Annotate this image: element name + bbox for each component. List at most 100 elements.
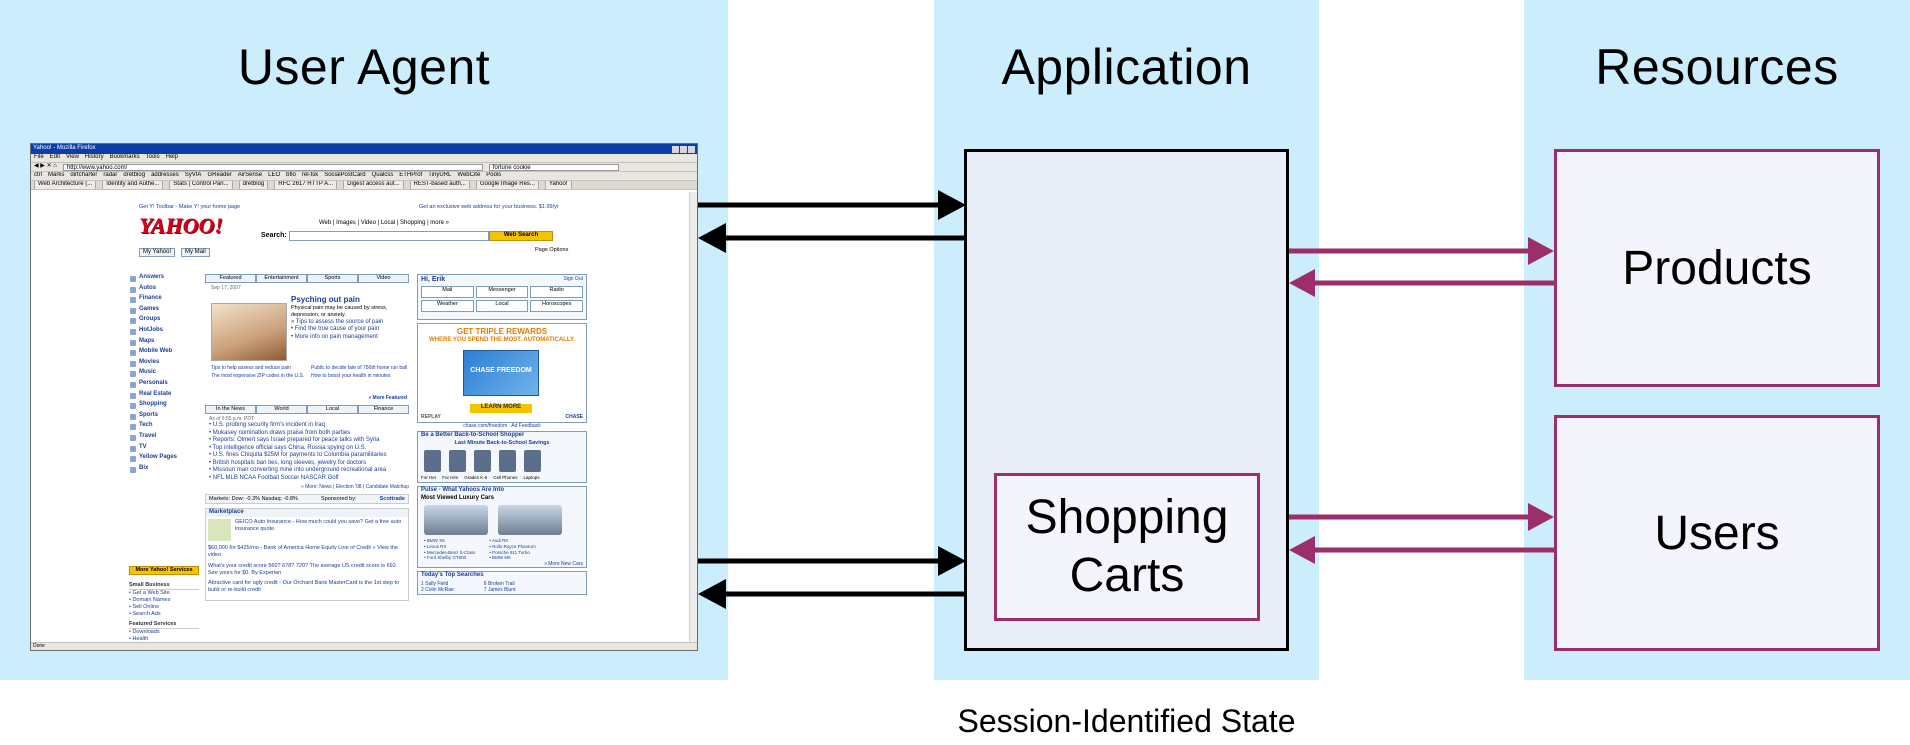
top-search-item: 2 Colin McRae	[421, 586, 454, 593]
application-title: Application	[1001, 39, 1252, 95]
small-business-heading: Small Business	[129, 582, 199, 590]
toolbar-promo: Get Y! Toolbar - Make Y! your home page	[139, 204, 241, 210]
nav-item: Maps	[129, 338, 199, 349]
nav-item: Sports	[129, 412, 199, 423]
request-arrow-top	[698, 190, 966, 220]
bookmark-item: rel-tsk	[301, 172, 319, 179]
greeting: Hi, Erik	[421, 276, 446, 283]
close-icon	[688, 145, 695, 153]
bookmark-item: Marks	[48, 172, 65, 179]
domain-promo: Get an exclusive web address for your bu…	[419, 204, 559, 210]
featured-service-item: • Health	[129, 636, 149, 643]
news-item: • Reports: Olmert says Israel prepared f…	[209, 437, 380, 444]
nav-item: Travel	[129, 433, 199, 444]
shopper-item: Cell Phones	[493, 474, 518, 480]
bookmark-item: SyVIA	[184, 172, 202, 179]
news-tab: Finance	[358, 405, 409, 413]
nav-item: TV	[129, 444, 199, 455]
quick-link: Horoscopes	[530, 299, 583, 312]
quick-link: Messenger	[475, 285, 529, 298]
scrollbar	[689, 192, 697, 642]
news-item: • NFL MLB NCAA Football Soccer NASCAR Go…	[209, 474, 339, 481]
shopper-subtitle: Last Minute Back-to-School Savings	[454, 439, 550, 446]
nav-item: Answers	[129, 274, 199, 285]
nav-item: Games	[129, 306, 199, 317]
nav-item: Movies	[129, 359, 199, 370]
markets-summary: Markets: Dow: -0.3% Nasdaq: -0.8%	[209, 495, 298, 502]
maximize-icon	[680, 145, 687, 153]
car-item: • Audi R8	[489, 538, 508, 544]
nav-item: Autos	[129, 285, 199, 296]
users-request-arrow	[1289, 503, 1554, 531]
products-label: Products	[1622, 241, 1812, 295]
more-cars-link: » More New Cars	[544, 560, 583, 567]
users-response-arrow	[1289, 536, 1554, 564]
luxury-title: Most Viewed Luxury Cars	[421, 494, 494, 501]
news-tab: Local	[307, 405, 358, 413]
browser-tab: dretblog	[238, 181, 269, 189]
news-tab: World	[256, 405, 307, 413]
shopper-thumbnail	[449, 449, 466, 472]
menu-item: View	[66, 154, 79, 161]
browser-window-title: Yahoo! - Mozilla Firefox	[33, 145, 96, 152]
market-item: $60,000 for $425/mo - Bank of America Ho…	[208, 544, 399, 558]
bookmark-item: WebCite	[457, 172, 481, 179]
menu-item: History	[84, 154, 104, 161]
page-options: Page Options	[535, 247, 569, 253]
feature-headline: Psyching out pain	[291, 295, 360, 304]
chase-label: CHASE	[565, 414, 583, 420]
feature-link: • Find the true cause of your pain	[291, 326, 380, 333]
ad-title: GET TRIPLE REWARDS	[456, 327, 548, 336]
news-tab: In the News	[205, 405, 256, 413]
menu-item: File	[34, 154, 44, 161]
news-item: • U.S. probing security firm's incident …	[209, 422, 325, 429]
sponsored-by: Sponsored by:	[321, 495, 357, 502]
feature-link: • More info on pain management	[291, 333, 378, 340]
mini-story: Public to decide fate of 756th home run …	[311, 365, 408, 371]
bookmark-item: TinyURL	[428, 172, 452, 179]
gecko-icon	[208, 518, 231, 541]
navigation-bar: ◀ ▶ ✕ ⌂ http://www.yahoo.com/ fortune co…	[31, 163, 697, 172]
window-controls	[672, 145, 695, 153]
response-arrow-bottom	[698, 579, 964, 609]
content-tab: Sports	[307, 274, 358, 282]
mini-story: The most expensive ZIP codes in the U.S.	[211, 373, 305, 380]
browser-search-field: fortune cookie	[488, 163, 619, 171]
chase-ad: GET TRIPLE REWARDS WHERE YOU SPEND THE M…	[417, 323, 587, 423]
card-text: CHASE FREEDOM	[470, 367, 532, 374]
top-search-item: 7 James Blunt	[483, 586, 516, 593]
small-business-section: Small Business • Get a Web Site• Domain …	[129, 582, 199, 650]
more-featured-link: » More Featured	[368, 394, 407, 401]
shopper-title: Be a Better Back-to-School Shopper	[421, 432, 525, 439]
browser-title-bar: Yahoo! - Mozilla Firefox	[31, 144, 697, 154]
bookmark-item: AirSense	[237, 172, 263, 179]
shopper-item: For Her	[421, 474, 437, 480]
nav-item: Groups	[129, 316, 199, 327]
mini-story: How to boost your health in minutes	[311, 373, 391, 380]
products-box: Products	[1554, 149, 1880, 387]
bookmark-item: LEO	[268, 172, 281, 179]
users-box: Users	[1554, 415, 1880, 651]
shopper-thumbnail	[499, 449, 516, 472]
nav-item: Personals	[129, 380, 199, 391]
browser-tab: RFC 2617 HTTP A...	[274, 181, 338, 189]
market-item: What's your credit score 560? 678? 720? …	[208, 562, 398, 576]
market-item: GEICO Auto Insurance - How much could yo…	[234, 518, 402, 532]
news-item: • U.S. fines Chiquita $25M for payments …	[209, 452, 387, 459]
browser-tab: Web Architecture (...	[34, 181, 97, 189]
bookmark-item: addresses	[151, 172, 179, 179]
quick-link: Weather	[421, 299, 474, 312]
url-field: http://www.yahoo.com/	[62, 163, 483, 171]
feature-text: Physical pain may be caused by stress, d…	[291, 305, 388, 318]
more-services-button: More Yahoo! Services	[129, 566, 199, 575]
bookmark-item: bflo	[286, 172, 296, 179]
web-search-button: Web Search	[489, 231, 553, 241]
small-business-item: • Search Ads	[129, 610, 161, 617]
minimize-icon	[672, 145, 679, 153]
chase-card: CHASE FREEDOM	[463, 350, 539, 396]
mini-story: Tips to help assess and reduce pain	[211, 365, 291, 371]
users-label: Users	[1654, 506, 1780, 560]
